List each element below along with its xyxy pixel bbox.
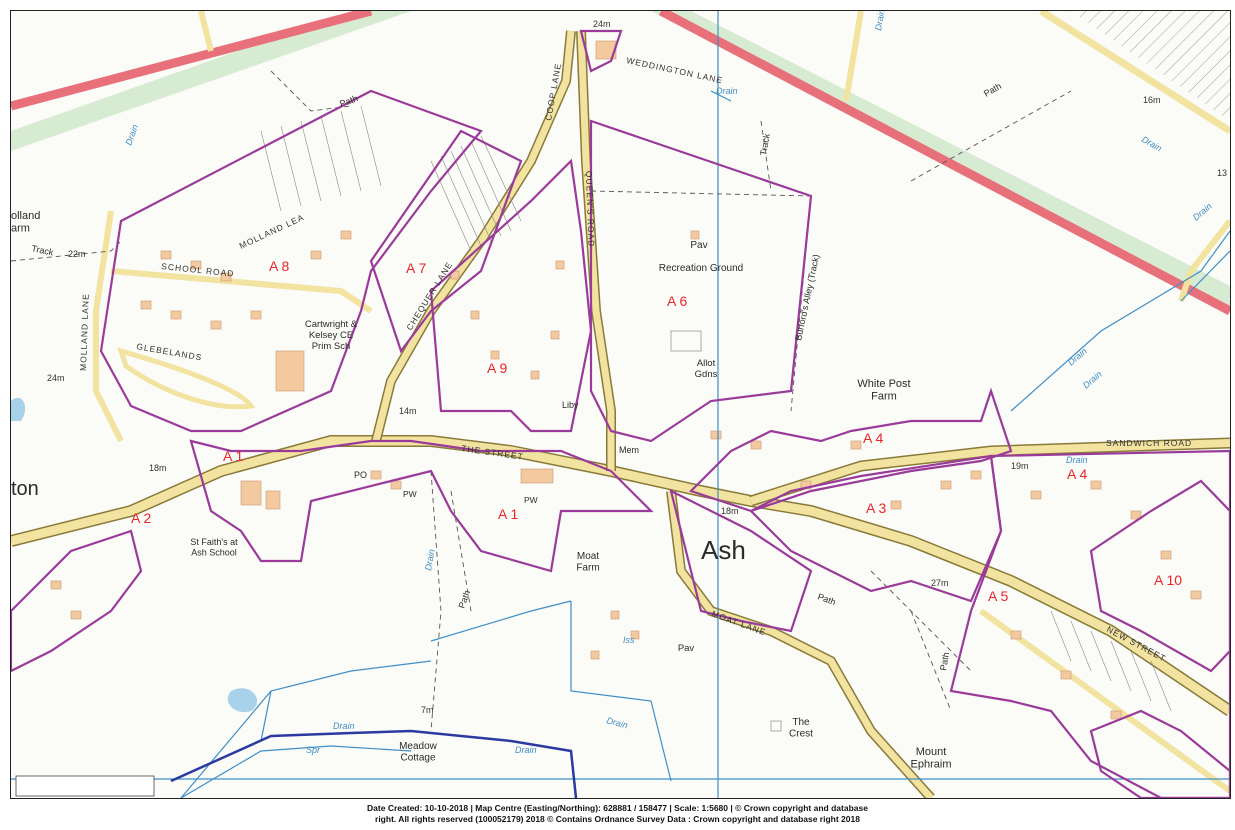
footer-line-2: right. All rights reserved (100052179) 2… <box>375 814 860 824</box>
moat-lane <box>667 490 934 798</box>
track-label-2: Track <box>758 132 772 156</box>
road-top-left <box>198 11 214 52</box>
new-street <box>979 608 1230 794</box>
railway-right <box>658 11 1230 315</box>
water-label-drain-9: Drain <box>423 548 437 571</box>
map-footer: Date Created: 10-10-2018 | Map Centre (E… <box>0 803 1235 825</box>
map-background <box>11 11 1230 798</box>
road-right-edge <box>1178 219 1230 302</box>
school-road <box>110 268 373 314</box>
chequer-lane <box>372 30 575 442</box>
height-label-24-top: 24m <box>593 19 611 29</box>
height-label-18-left: 18m <box>149 463 167 473</box>
road-top-right <box>1039 11 1230 134</box>
area-label-a7: A 7 <box>406 260 426 276</box>
glebelands-road <box>117 347 256 410</box>
hatched-area <box>1071 11 1230 121</box>
place-label-recreation-ground: Recreation Ground <box>659 263 744 274</box>
area-label-a8: A 8 <box>269 258 289 274</box>
height-label-16: 16m <box>1143 95 1161 105</box>
water-label-drain-10: Drain <box>333 721 355 731</box>
street-label-queens-road: QUEEN'S ROAD <box>584 171 597 248</box>
area-label-a9: A 9 <box>487 360 507 376</box>
height-label-18-mid: 18m <box>721 506 739 516</box>
area-boundaries <box>11 29 1230 798</box>
water-label-drain-8: Drain <box>1066 455 1088 465</box>
height-label-14: 14m <box>399 406 417 416</box>
pond-left <box>11 397 26 421</box>
water-label-drain-11: Drain <box>515 745 537 755</box>
height-label-13: 13 <box>1217 168 1227 178</box>
area-label-a4-left: A 4 <box>863 430 883 446</box>
street-label-molland-lane: MOLLAND LANE <box>78 293 91 371</box>
height-label-27: 27m <box>931 578 949 588</box>
height-labels: 24m 16m 22m 24m 18m 14m 18m 19m 27m 7m 1… <box>47 19 1227 715</box>
height-label-24-left: 24m <box>47 373 65 383</box>
path-label-5: Path <box>938 651 951 671</box>
place-label-ton: ton <box>11 478 39 500</box>
molland-lane <box>93 210 124 443</box>
street-label-sandwich-road: SANDWICH ROAD <box>1106 438 1192 448</box>
area-label-a10: A 10 <box>1154 572 1182 588</box>
area-labels: A 1 A 1 A 2 A 3 A 4 A 4 A 5 A 6 A 7 A 8 … <box>131 258 1182 604</box>
boundary-line-blue <box>170 729 578 798</box>
the-street-road <box>11 436 1230 715</box>
height-label-19: 19m <box>1011 461 1029 471</box>
water-label-issues: Iss <box>623 635 635 645</box>
place-label-pw-2: PW <box>524 495 538 505</box>
water-label-drain-3: Drain <box>873 11 887 31</box>
drain-lines <box>11 11 1230 798</box>
area-label-a1-mid: A 1 <box>498 506 518 522</box>
area-label-a6: A 6 <box>667 293 687 309</box>
place-label-memorial: Mem <box>619 445 639 455</box>
town-label-ash: Ash <box>701 535 746 565</box>
area-label-a5: A 5 <box>988 588 1008 604</box>
path-labels: Path Path Path Path Path Track Track <box>31 81 1003 672</box>
place-label-library: Liby <box>562 400 579 410</box>
road-top-mid <box>843 11 864 102</box>
footer-line-1: Date Created: 10-10-2018 | Map Centre (E… <box>367 803 868 813</box>
area-label-a1-left: A 1 <box>223 448 243 464</box>
terrace-hatching <box>260 105 1172 712</box>
pond-bottom <box>227 688 258 713</box>
water-label-spring: Spr <box>306 745 321 755</box>
track-label-1: Track <box>31 243 55 257</box>
place-label-pw-1: PW <box>403 489 417 499</box>
area-label-a4-right: A 4 <box>1067 466 1087 482</box>
water-label-drain-2: Drain <box>716 86 738 96</box>
building-cluster <box>50 40 1202 732</box>
green-verge-left <box>11 11 411 151</box>
place-label-pav-top: Pav <box>690 240 707 251</box>
place-label-post-office: PO <box>354 470 367 480</box>
height-label-22: 22m <box>68 249 86 259</box>
place-label-pav-bottom: Pav <box>678 643 695 654</box>
scale-bar <box>15 775 155 797</box>
area-label-a3: A 3 <box>866 500 886 516</box>
area-label-a2: A 2 <box>131 510 151 526</box>
railway-left <box>11 11 373 111</box>
height-label-7: 7m <box>421 705 434 715</box>
